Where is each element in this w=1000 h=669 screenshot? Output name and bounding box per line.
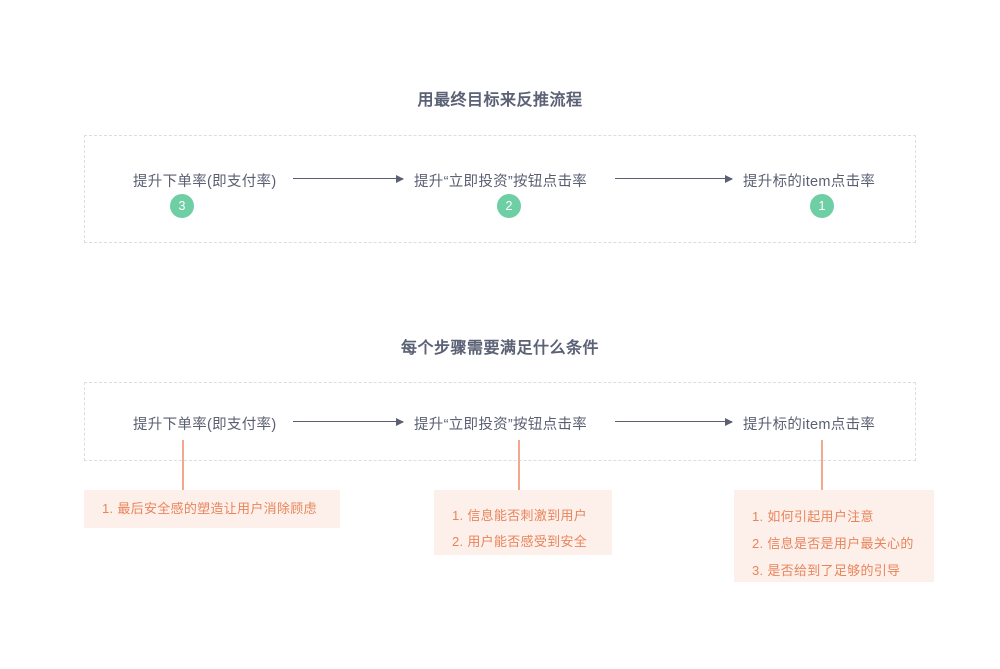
flow-container-1 bbox=[84, 135, 916, 243]
condition-box-2: 1. 信息能否刺激到用户 2. 用户能否感受到安全 bbox=[434, 490, 612, 555]
connector-line-2 bbox=[518, 440, 520, 490]
step-badge-1: 1 bbox=[810, 194, 834, 218]
section-title-2: 每个步骤需要满足什么条件 bbox=[400, 340, 599, 357]
condition-item: 1. 最后安全感的塑造让用户消除顾虑 bbox=[102, 501, 317, 516]
flow-arrow-2-2 bbox=[615, 417, 733, 426]
condition-box-3: 1. 如何引起用户注意 2. 信息是否是用户最关心的 3. 是否给到了足够的引导 bbox=[734, 490, 934, 582]
step-badge-3: 3 bbox=[170, 194, 194, 218]
condition-box-1: 1. 最后安全感的塑造让用户消除顾虑 bbox=[84, 490, 340, 528]
flow-node-1-3[interactable]: 提升标的item点击率 bbox=[743, 174, 876, 190]
section-title-1: 用最终目标来反推流程 bbox=[417, 92, 583, 109]
flow-node-2-2[interactable]: 提升“立即投资”按钮点击率 bbox=[414, 417, 588, 433]
condition-item: 1. 如何引起用户注意 bbox=[752, 509, 874, 524]
condition-item: 3. 是否给到了足够的引导 bbox=[752, 563, 901, 578]
flow-container-2 bbox=[84, 382, 916, 461]
flow-arrow-2-1 bbox=[293, 417, 404, 426]
flow-node-2-3[interactable]: 提升标的item点击率 bbox=[743, 417, 876, 433]
flow-arrow-1-2 bbox=[615, 174, 733, 183]
step-badge-2: 2 bbox=[497, 194, 521, 218]
condition-item: 2. 信息是否是用户最关心的 bbox=[752, 536, 914, 551]
condition-item: 1. 信息能否刺激到用户 bbox=[452, 508, 588, 523]
flow-arrow-1-1 bbox=[293, 174, 404, 183]
flow-node-1-2[interactable]: 提升“立即投资”按钮点击率 bbox=[414, 174, 588, 190]
condition-item: 2. 用户能否感受到安全 bbox=[452, 534, 588, 549]
flow-node-1-1[interactable]: 提升下单率(即支付率) bbox=[133, 174, 277, 190]
connector-line-1 bbox=[182, 440, 184, 490]
connector-line-3 bbox=[821, 440, 823, 490]
flow-node-2-1[interactable]: 提升下单率(即支付率) bbox=[133, 417, 277, 433]
